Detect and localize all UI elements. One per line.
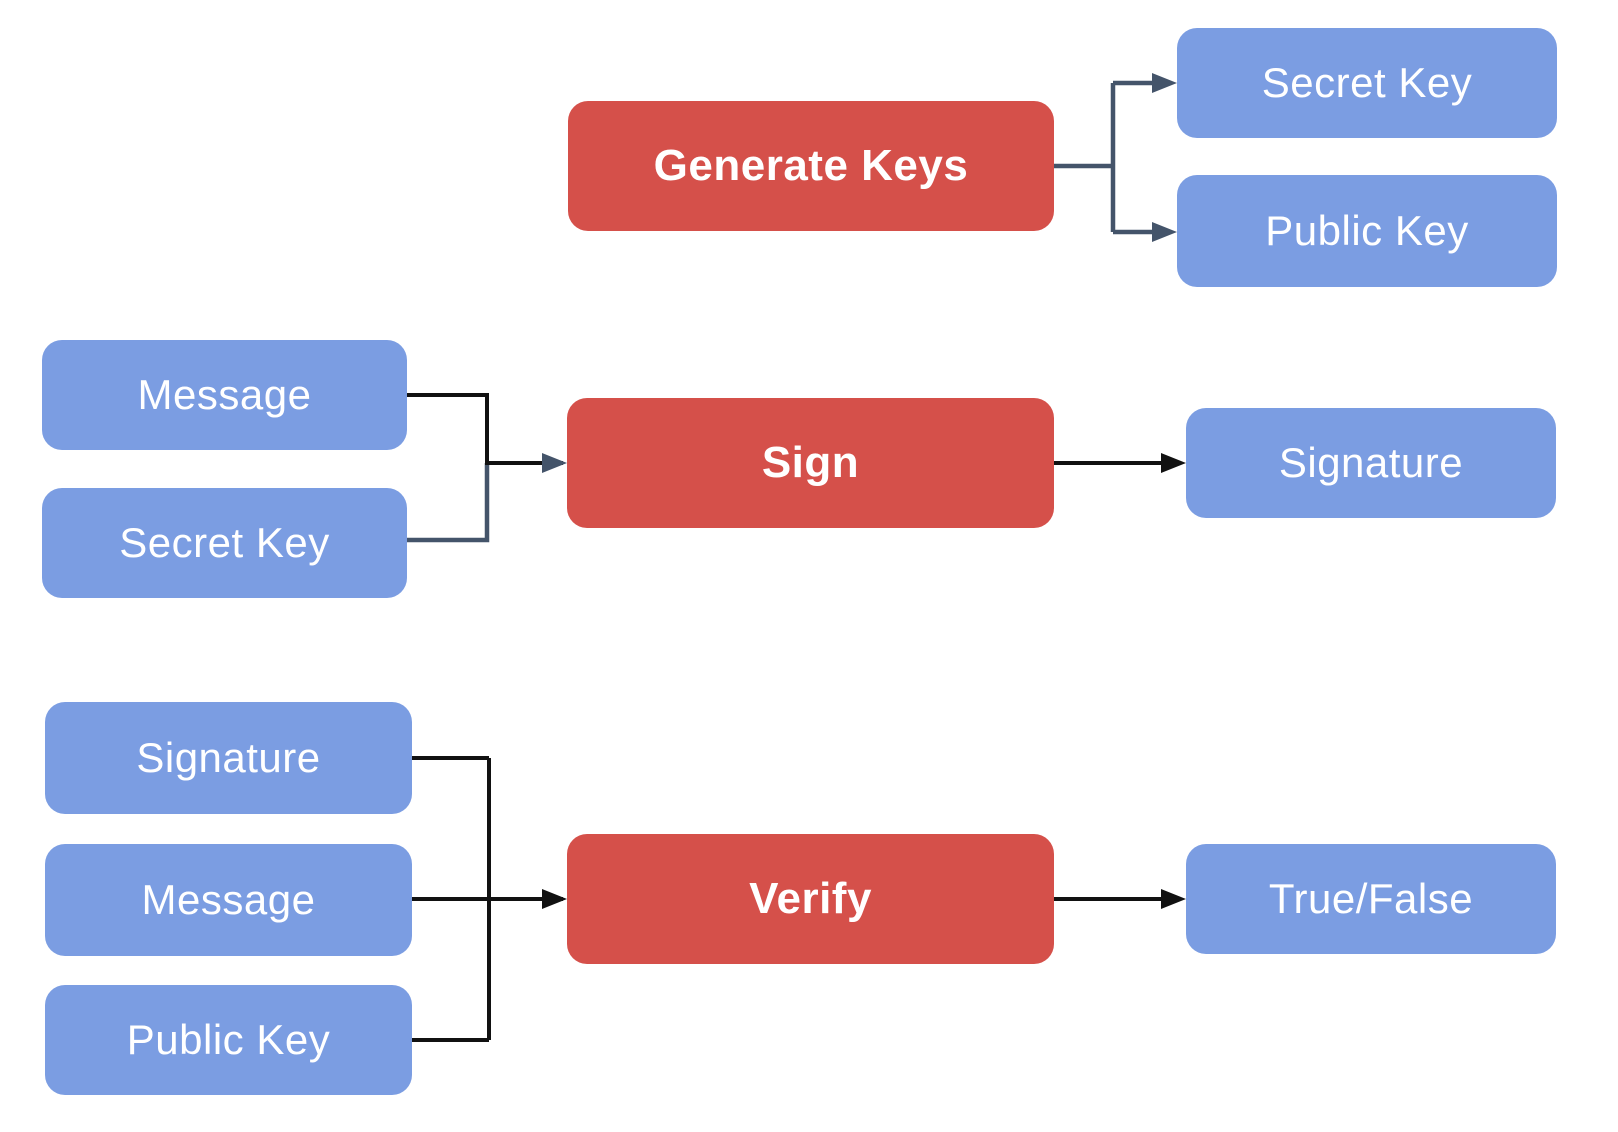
arrowhead-to-verify [542, 889, 567, 909]
arrowhead-to-secret-key [1152, 73, 1177, 93]
node-generate-keys: Generate Keys [568, 101, 1054, 231]
node-secret-key-output: Secret Key [1177, 28, 1557, 138]
node-message-input-sign-label: Message [137, 371, 312, 418]
node-sign-label: Sign [761, 438, 860, 487]
connector-inputs-to-sign [407, 393, 567, 543]
arrowhead-to-truefalse [1161, 889, 1186, 909]
node-public-key-output: Public Key [1177, 175, 1557, 287]
node-message-input-verify-label: Message [141, 876, 316, 923]
connector-secret-key-to-sign [407, 463, 490, 543]
node-true-false-output-label: True/False [1268, 875, 1474, 922]
arrowhead-to-signature [1161, 453, 1186, 473]
node-signature-input-label: Signature [136, 734, 321, 781]
node-secret-key-input: Secret Key [42, 488, 407, 598]
connector-message-to-sign [407, 393, 563, 465]
node-public-key-output-label: Public Key [1265, 207, 1469, 254]
connector-sign-to-signature [1054, 453, 1186, 473]
node-public-key-input: Public Key [45, 985, 412, 1095]
node-verify: Verify [567, 834, 1054, 964]
node-verify-label: Verify [749, 874, 872, 923]
node-secret-key-input-label: Secret Key [119, 519, 330, 566]
node-sign: Sign [567, 398, 1054, 528]
node-public-key-input-label: Public Key [126, 1016, 331, 1063]
connector-verify-to-truefalse [1054, 889, 1186, 909]
node-message-input-sign: Message [42, 340, 407, 450]
connector-inputs-to-verify [412, 756, 567, 1042]
node-secret-key-output-label: Secret Key [1261, 59, 1473, 106]
arrowhead-to-public-key [1152, 222, 1177, 242]
node-signature-input: Signature [45, 702, 412, 814]
connector-generate-to-keys [1054, 73, 1177, 242]
arrowhead-to-sign [542, 453, 567, 473]
node-generate-keys-label: Generate Keys [653, 141, 969, 190]
node-signature-output: Signature [1186, 408, 1556, 518]
node-message-input-verify: Message [45, 844, 412, 956]
node-signature-output-label: Signature [1278, 439, 1464, 486]
node-true-false-output: True/False [1186, 844, 1556, 954]
